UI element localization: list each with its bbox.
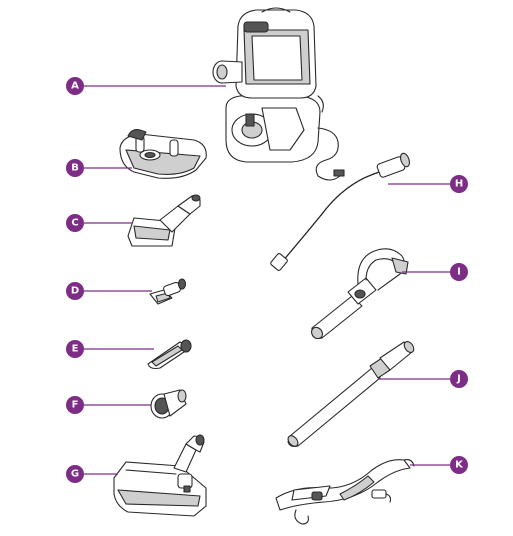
crevice-dusting-tool-illustration <box>149 278 187 305</box>
flexible-hose-illustration <box>270 152 411 271</box>
floor-nozzle-illustration <box>113 434 207 517</box>
callout-badge-h: H <box>450 175 468 193</box>
callout-badge-g: G <box>66 465 84 483</box>
callout-badge-f: F <box>66 396 84 414</box>
callout-label-h: H <box>455 179 463 190</box>
caddy-base-illustration <box>119 129 207 179</box>
callout-label-i: I <box>457 267 461 278</box>
callout-badge-b: B <box>66 159 84 177</box>
shoulder-strap-illustration <box>275 459 415 525</box>
callout-badge-d: D <box>66 282 84 300</box>
crevice-tool-illustration <box>147 339 192 370</box>
callout-badge-i: I <box>450 263 468 281</box>
callout-label-b: B <box>71 163 79 174</box>
callout-badge-j: J <box>450 370 468 388</box>
callout-label-a: A <box>71 81 79 92</box>
callout-label-f: F <box>72 400 79 411</box>
callout-label-j: J <box>456 374 461 385</box>
hose-handle-illustration <box>311 248 409 340</box>
callout-label-g: G <box>71 469 79 480</box>
callout-label-k: K <box>455 460 464 471</box>
callout-label-d: D <box>71 286 79 297</box>
leader-lines <box>84 85 450 475</box>
callout-badge-c: C <box>66 214 84 232</box>
extension-wand-illustration <box>287 341 415 448</box>
callout-badge-e: E <box>66 340 84 358</box>
callout-label-c: C <box>71 218 78 229</box>
callout-badge-k: K <box>450 456 468 474</box>
vacuum-body-illustration <box>212 7 345 181</box>
callout-label-e: E <box>72 344 79 355</box>
callout-badge-a: A <box>66 77 84 95</box>
upholstery-brush-illustration <box>127 194 201 247</box>
dusting-brush-illustration <box>150 389 187 419</box>
